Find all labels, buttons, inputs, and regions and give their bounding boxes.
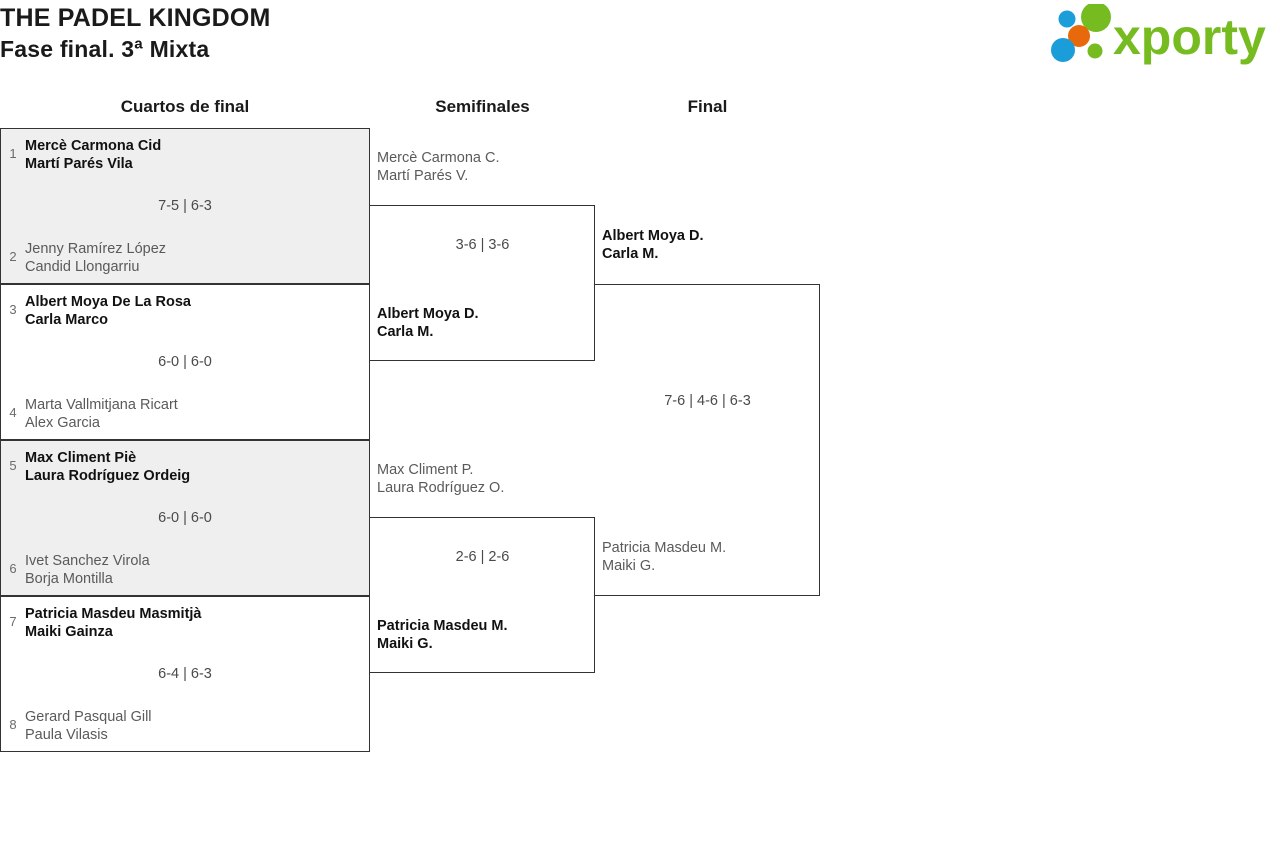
match-score-qf-4: 6-4 | 6-3 [158,666,212,682]
match-box-sf-1[interactable] [370,205,595,361]
player-name: Martí Parés Vila [25,156,133,172]
seed-number: 8 [9,717,17,732]
team-qf-1-bottom[interactable]: Jenny Ramírez López Candid Llongarriu [25,240,166,276]
match-score-sf-2: 2-6 | 2-6 [455,549,510,565]
player-name: Borja Montilla [25,571,113,587]
team-sf-1-bottom[interactable]: Albert Moya D. Carla M. [377,305,479,341]
player-name: Albert Moya D. [377,306,479,322]
team-final-bottom[interactable]: Patricia Masdeu M. Maiki G. [602,539,726,575]
player-name: Patricia Masdeu M. [602,540,727,556]
player-name: Paula Vilasis [25,727,108,743]
player-name: Laura Rodríguez O. [377,480,505,496]
xporty-logo[interactable]: xporty [1048,4,1274,70]
team-qf-3-top[interactable]: Max Climent Piè Laura Rodríguez Ordeig [25,449,190,485]
round-header-semifinals: Semifinales [435,97,530,116]
match-box-qf-2[interactable] [0,284,370,440]
team-qf-1-top[interactable]: Mercè Carmona Cid Martí Parés Vila [25,137,161,173]
match-score-final: 7-6 | 4-6 | 6-3 [664,393,751,409]
svg-text:xporty: xporty [1113,9,1266,65]
player-name: Carla M. [602,246,659,262]
player-name: Martí Parés V. [377,168,469,184]
player-name: Ivet Sanchez Virola [25,553,150,569]
player-name: Maiki Gainza [25,624,113,640]
player-name: Alex Garcia [25,415,100,431]
player-name: Carla Marco [25,312,109,328]
round-header-final: Final [687,97,728,116]
match-score-sf-1: 3-6 | 3-6 [455,237,510,253]
tournament-title: THE PADEL KINGDOM [0,4,271,32]
team-sf-1-top[interactable]: Mercè Carmona C. Martí Parés V. [377,149,499,185]
match-score-qf-1: 7-5 | 6-3 [158,198,212,214]
tournament-subtitle: Fase final. 3ª Mixta [0,36,210,62]
seed-number: 3 [9,302,17,317]
player-name: Carla M. [377,324,434,340]
match-box-sf-2[interactable] [370,517,595,673]
title-block: THE PADEL KINGDOM Fase final. 3ª Mixta [0,2,271,65]
seed-number: 1 [9,146,17,161]
player-name: Albert Moya De La Rosa [25,294,191,310]
match-score-qf-3: 6-0 | 6-0 [158,510,212,526]
player-name: Maiki G. [377,636,433,652]
player-name: Marta Vallmitjana Ricart [25,397,178,413]
match-box-qf-1[interactable] [0,128,370,284]
seed-number: 6 [9,561,17,576]
match-box-qf-3[interactable] [0,440,370,596]
player-name: Maiki G. [602,558,656,574]
match-box-qf-4[interactable] [0,596,370,752]
team-final-top[interactable]: Albert Moya D. Carla M. [602,227,704,263]
player-name: Max Climent P. [377,462,474,478]
seed-number: 4 [9,405,17,420]
team-qf-4-top[interactable]: Patricia Masdeu Masmitjà Maiki Gainza [25,605,202,641]
team-qf-2-top[interactable]: Albert Moya De La Rosa Carla Marco [25,293,191,329]
player-name: Patricia Masdeu M. [377,618,508,634]
match-box-final[interactable] [595,284,820,596]
player-name: Patricia Masdeu Masmitjà [25,606,202,622]
page-header: THE PADEL KINGDOM Fase final. 3ª Mixta x… [0,0,1280,75]
team-qf-2-bottom[interactable]: Marta Vallmitjana Ricart Alex Garcia [25,396,178,432]
player-name: Mercè Carmona C. [377,150,500,166]
team-qf-4-bottom[interactable]: Gerard Pasqual Gill Paula Vilasis [25,708,152,744]
player-name: Albert Moya D. [602,228,704,244]
team-qf-3-bottom[interactable]: Ivet Sanchez Virola Borja Montilla [25,552,150,588]
team-sf-2-top[interactable]: Max Climent P. Laura Rodríguez O. [377,461,504,497]
player-name: Jenny Ramírez López [25,241,167,257]
match-score-qf-2: 6-0 | 6-0 [158,354,212,370]
team-sf-2-bottom[interactable]: Patricia Masdeu M. Maiki G. [377,617,508,653]
player-name: Gerard Pasqual Gill [25,709,152,725]
player-name: Max Climent Piè [25,450,137,466]
round-header-quarterfinals: Cuartos de final [120,97,250,116]
seed-number: 7 [9,614,17,629]
player-name: Laura Rodríguez Ordeig [25,468,191,484]
player-name: Candid Llongarriu [25,259,140,275]
seed-number: 5 [9,458,17,473]
seed-number: 2 [9,249,17,264]
player-name: Mercè Carmona Cid [25,138,162,154]
